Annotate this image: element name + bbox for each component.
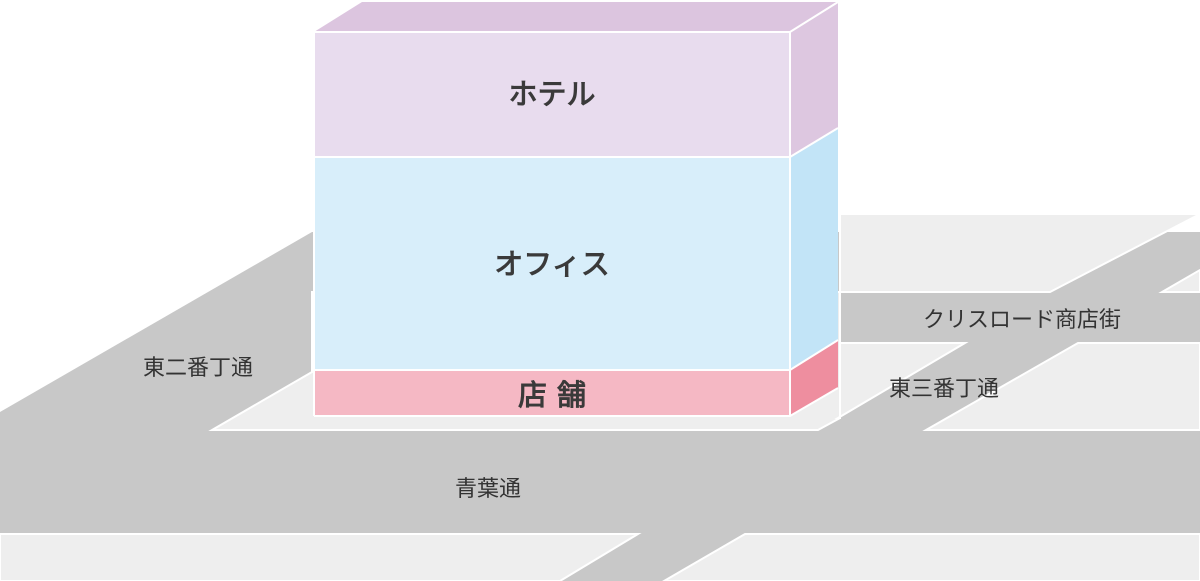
city-block-east-small xyxy=(1158,268,1200,293)
street-label-aoba-dori: 青葉通 xyxy=(455,477,521,502)
city-block-southwest xyxy=(0,533,642,581)
office-floor xyxy=(314,157,790,370)
street-label-higashi-sanbancho: 東三番丁通 xyxy=(889,377,999,402)
hotel-floor xyxy=(314,32,790,157)
shop-label: 店 舗 xyxy=(518,378,586,412)
city-block-southeast xyxy=(662,533,1200,581)
building-top-face xyxy=(314,2,838,32)
street-label-cris-road: クリスロード商店街 xyxy=(923,308,1121,333)
shop-side-face xyxy=(790,340,838,416)
city-block-between-streets xyxy=(834,342,969,419)
hotel-label: ホテル xyxy=(508,77,595,111)
city-block-north xyxy=(839,213,1200,293)
office-label: オフィス xyxy=(494,247,609,281)
hotel-side-face xyxy=(790,2,838,157)
office-side-face xyxy=(790,128,838,370)
street-label-higashi-nibancho: 東二番丁通 xyxy=(143,356,253,381)
shop-floor xyxy=(314,370,790,416)
city-block-east xyxy=(922,342,1200,431)
building-outline xyxy=(313,1,839,417)
